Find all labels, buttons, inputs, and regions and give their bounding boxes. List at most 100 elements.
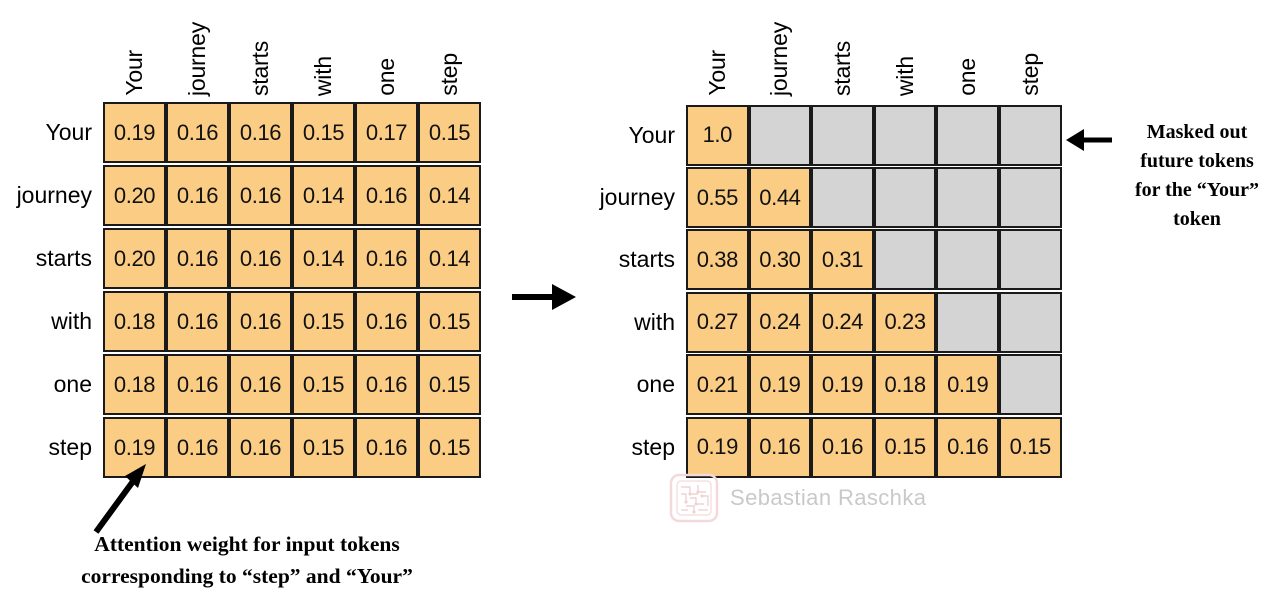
attention-weight-callout-text: Attention weight for input tokens corres…: [32, 528, 462, 593]
column-header-label: one: [373, 58, 399, 96]
row-label: journey: [599, 184, 675, 211]
row-label: with: [634, 308, 675, 335]
matrix-cell-masked: [998, 291, 1062, 353]
matrix-cell: 0.19: [936, 354, 999, 416]
matrix-cell: 0.14: [292, 228, 355, 289]
matrix-cell: 0.16: [166, 354, 229, 415]
matrix-row: with 0.18 0.16 0.16 0.15 0.16 0.15: [0, 290, 481, 353]
matrix-cell: 0.21: [686, 354, 749, 416]
matrix-cell: 0.27: [686, 291, 749, 353]
matrix-cell: 0.23: [873, 291, 937, 353]
matrix-cell-masked: [873, 104, 937, 166]
column-header-0: Your: [686, 18, 749, 96]
column-header-2: starts: [811, 18, 874, 96]
matrix-cell: 0.16: [229, 417, 292, 478]
row-label: Your: [628, 121, 675, 148]
matrix-cell-masked: [936, 291, 999, 353]
matrix-cell: 0.18: [103, 291, 166, 352]
matrix-cell-masked: [873, 167, 937, 229]
watermark-text: Sebastian Raschka: [730, 485, 927, 510]
matrix-row: Your 0.19 0.16 0.16 0.15 0.17 0.15: [0, 101, 481, 164]
row-label: journey: [16, 182, 92, 208]
column-header-label: step: [1016, 53, 1043, 96]
mask-callout-line-1: Masked out: [1146, 121, 1248, 143]
matrix-cell: 0.16: [229, 354, 292, 415]
matrix-cell-masked: [811, 167, 874, 229]
column-header-0: Your: [103, 18, 166, 96]
matrix-cell: 0.55: [686, 167, 749, 229]
column-header-5: step: [999, 18, 1062, 96]
column-header-2: starts: [229, 18, 292, 96]
matrix-row: starts 0.20 0.16 0.16 0.14 0.16 0.14: [0, 227, 481, 290]
row-label: starts: [35, 245, 92, 271]
matrix-cell: 0.16: [811, 416, 874, 478]
row-label: Your: [45, 119, 92, 145]
matrix-cell: 0.16: [229, 228, 292, 289]
column-header-label: step: [436, 53, 462, 96]
matrix-cell: 0.17: [355, 102, 418, 163]
column-headers-right: Your journey starts with one step: [686, 18, 1062, 96]
matrix-cell: 0.16: [166, 228, 229, 289]
matrix-cell: 0.19: [103, 102, 166, 163]
matrix-cell: 0.20: [103, 165, 166, 226]
matrix-cell: 0.16: [748, 416, 812, 478]
matrix-cell: 0.19: [748, 354, 812, 416]
column-header-label: starts: [828, 40, 855, 96]
matrix-cell: 0.15: [292, 102, 355, 163]
matrix-row: starts 0.38 0.30 0.31: [583, 229, 1062, 291]
matrix-cell: 0.15: [292, 417, 355, 478]
column-header-label: Your: [121, 50, 147, 96]
matrix-cell: 0.16: [355, 291, 418, 352]
matrix-cell: 0.16: [229, 291, 292, 352]
matrix-cell-masked: [936, 104, 999, 166]
matrix-cell: 0.19: [686, 416, 749, 478]
matrix-cell: 0.44: [748, 167, 812, 229]
matrix-cell: 0.14: [418, 165, 481, 226]
matrix-cell: 0.16: [166, 165, 229, 226]
matrix-cell-masked: [748, 104, 812, 166]
column-header-label: with: [891, 55, 918, 96]
matrix-cell: 0.24: [811, 291, 874, 353]
matrix-cell-masked: [998, 229, 1062, 291]
matrix-row: step 0.19 0.16 0.16 0.15 0.16 0.15: [0, 416, 481, 479]
column-header-label: Your: [703, 50, 730, 96]
matrix-cell: 0.15: [998, 416, 1062, 478]
matrix-cell: 0.38: [686, 229, 749, 291]
matrix-cell: 0.19: [811, 354, 874, 416]
matrix-cell-masked: [936, 229, 999, 291]
matrix-row: one 0.18 0.16 0.16 0.15 0.16 0.15: [0, 353, 481, 416]
mask-callout-text: Masked out future tokens for the “Your” …: [1116, 118, 1278, 234]
up-right-arrow-icon: [93, 464, 146, 534]
column-header-4: one: [355, 18, 418, 96]
matrix-cell: 0.16: [166, 102, 229, 163]
matrix-cell: 0.16: [355, 228, 418, 289]
matrix-cell: 0.16: [355, 354, 418, 415]
matrix-cell: 0.15: [418, 354, 481, 415]
row-label: one: [53, 371, 92, 397]
matrix-cell-masked: [936, 167, 999, 229]
matrix-cell: 0.15: [418, 102, 481, 163]
matrix-cell: 0.15: [292, 354, 355, 415]
matrix-row: journey 0.20 0.16 0.16 0.14 0.16 0.14: [0, 164, 481, 227]
matrix-cell-masked: [873, 229, 937, 291]
matrix-cell: 0.15: [873, 416, 937, 478]
circuit-logo-icon: [669, 473, 719, 523]
matrix-cell: 0.19: [103, 417, 166, 478]
matrix-cell: 0.18: [873, 354, 937, 416]
matrix-cell: 0.15: [292, 291, 355, 352]
matrix-cell: 0.16: [166, 291, 229, 352]
column-header-1: journey: [166, 18, 229, 96]
column-header-label: starts: [247, 40, 273, 96]
matrix-cell: 0.14: [418, 228, 481, 289]
matrix-cell: 0.20: [103, 228, 166, 289]
column-header-4: one: [936, 18, 999, 96]
column-header-3: with: [292, 18, 355, 96]
matrix-cell: 0.16: [936, 416, 999, 478]
column-header-label: one: [954, 58, 981, 96]
matrix-cell: 0.15: [418, 291, 481, 352]
matrix-cell-masked: [811, 104, 874, 166]
left-arrow-icon: [1066, 129, 1112, 151]
column-header-1: journey: [749, 18, 812, 96]
matrix-cell: 0.14: [292, 165, 355, 226]
matrix-cell-masked: [998, 104, 1062, 166]
